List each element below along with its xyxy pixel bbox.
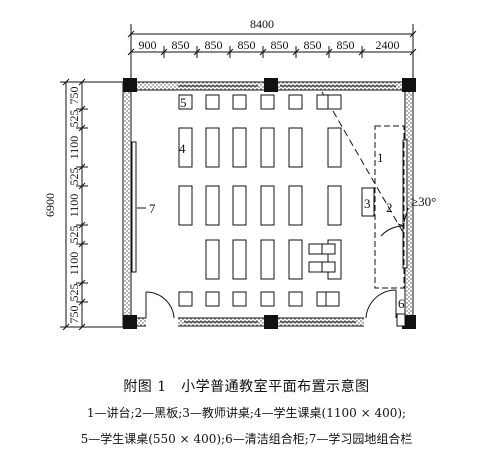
left-segment-label: 525 [67,284,81,302]
student-desk-large [178,185,193,226]
student-desk-small [288,94,303,110]
top-segment-label: 850 [271,38,289,52]
student-desk-large [288,127,303,168]
rear-board [131,141,137,273]
figure-legend-line-2: 5—学生课桌(550 × 400);6—清洁组合柜;7—学习园地组合栏 [80,432,413,446]
student-desk-small [205,94,220,110]
left-segment-label: 1100 [67,194,81,218]
student-desk-small [178,291,193,307]
left-segment-label: 1100 [67,252,81,276]
label-5: 5 [180,95,187,110]
label-7: 7 [149,201,156,216]
figure-legend-line-1: 1—讲台;2—黑板;3—教师讲桌;4—学生课桌(1100 × 400); [86,406,407,420]
left-segment-label: 1100 [67,136,81,160]
student-desk-large [205,185,220,226]
student-desk-small [232,94,247,110]
left-segment-label: 525 [67,110,81,128]
angle-arc [380,225,405,237]
student-desk-small [205,291,220,307]
angle-label: ≥30° [411,194,436,209]
left-segment-dimensions: 750 525 1100 525 1100 525 1100 525 750 [67,87,81,324]
student-desk-small [308,261,323,273]
door-right [365,289,397,319]
top-segment-dimensions: 900 850 850 850 850 850 850 2400 [139,38,400,52]
cleaning-cabinet [396,313,406,327]
student-desk-small [178,94,193,110]
student-desk-large [327,185,342,226]
top-dimension [127,24,417,82]
top-segment-label: 850 [304,38,322,52]
student-desk-large [205,239,220,280]
sight-line [321,91,405,235]
teacher-desk [361,187,375,217]
student-desk-small [327,94,342,110]
student-desk-small [321,243,336,255]
label-3: 3 [364,196,371,211]
student-desk-large [260,185,275,226]
student-desk-large [232,127,247,168]
top-segment-label: 850 [205,38,223,52]
student-desk-small [325,291,340,307]
door-left [145,291,175,319]
student-desks [178,94,342,307]
student-desk-large [178,127,193,168]
podium [374,125,405,289]
left-dimension [60,78,131,331]
left-segment-label: 525 [67,168,81,186]
student-desk-small [232,291,247,307]
student-desk-large [232,185,247,226]
blackboard [402,139,408,269]
label-6: 6 [398,296,405,311]
left-total-dimension: 6900 [43,193,57,217]
top-total-dimension: 8400 [250,17,274,31]
student-desk-large [327,127,342,168]
left-segment-label: 750 [67,306,81,324]
student-desk-small [308,243,323,255]
student-desk-small [321,261,336,273]
label-1: 1 [377,150,384,165]
classroom-floor-plan: 8400 900 850 850 850 850 850 850 2400 6900 750 5… [43,17,436,331]
left-segment-label: 750 [67,87,81,105]
student-desk-large [260,239,275,280]
student-desk-small [288,291,303,307]
student-desk-large [205,127,220,168]
student-desk-large [260,127,275,168]
top-segment-label: 2400 [376,38,400,52]
top-segment-label: 900 [139,38,157,52]
student-desk-large [232,239,247,280]
student-desk-large [288,239,303,280]
label-4: 4 [179,141,186,156]
top-segment-label: 850 [337,38,355,52]
student-desk-large [288,185,303,226]
top-segment-label: 850 [238,38,256,52]
figure-caption-title: 附图 1 小学普通教室平面布置示意图 [123,379,370,395]
student-desk-small [260,94,275,110]
left-segment-label: 525 [67,226,81,244]
top-segment-label: 850 [172,38,190,52]
student-desk-small [260,291,275,307]
